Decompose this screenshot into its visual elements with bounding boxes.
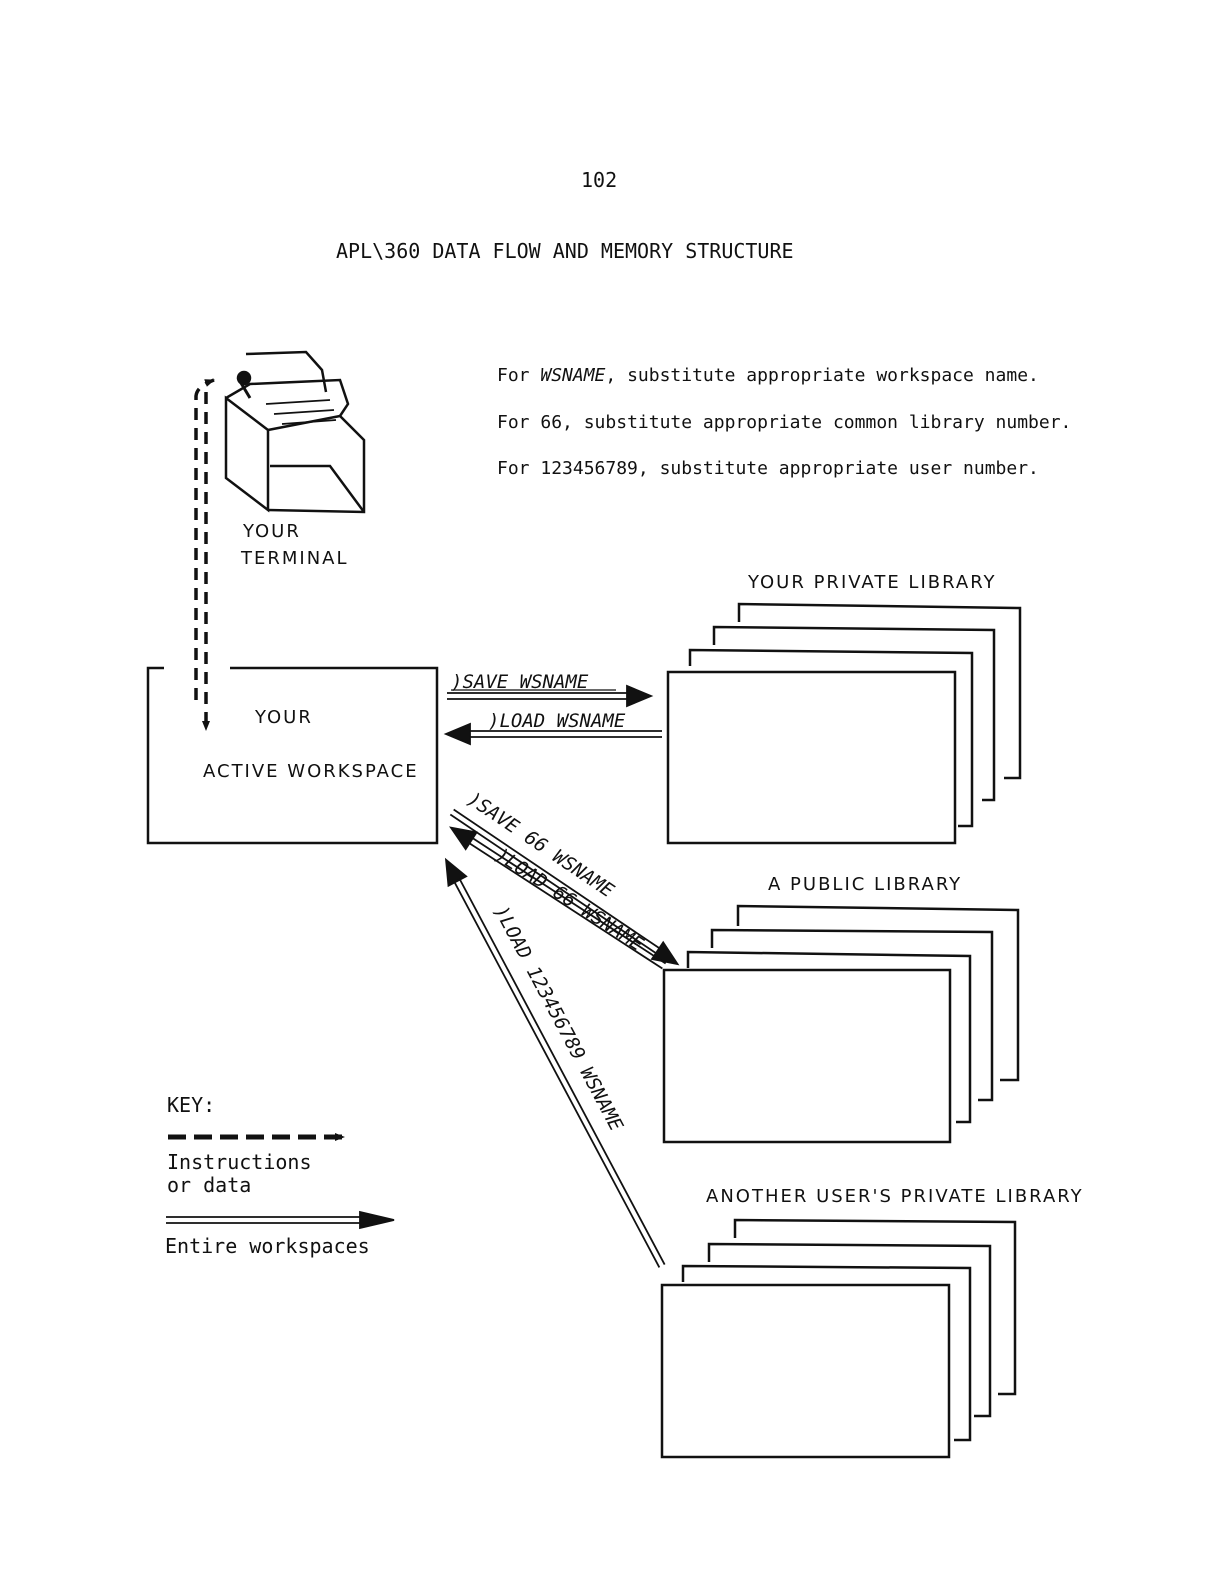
key-title: KEY: (167, 1093, 216, 1117)
save-command-label: )SAVE WSNAME (451, 671, 589, 693)
save-arrow (447, 684, 654, 708)
other-library-label: ANOTHER USER'S PRIVATE LIBRARY (706, 1186, 1084, 1207)
double-arrows (443, 684, 680, 1268)
key-dashed-label-line1: Instructions (167, 1150, 312, 1174)
dashed-arrow-pair (194, 378, 215, 731)
page-title: APL\360 DATA FLOW AND MEMORY STRUCTURE (336, 239, 794, 263)
terminal-label-line1: YOUR (243, 521, 301, 542)
workspace-label-line2: ACTIVE WORKSPACE (203, 761, 419, 782)
private-library-label: YOUR PRIVATE LIBRARY (748, 572, 997, 593)
key-dashed-label-line2: or data (167, 1173, 252, 1197)
other-library-stack (660, 1218, 1017, 1459)
note-library-number: For 66, substitute appropriate common li… (497, 412, 1072, 433)
load-other-arrow (444, 857, 666, 1268)
load-command-label: )LOAD WSNAME (488, 710, 626, 732)
public-library-stack (662, 904, 1020, 1144)
load-public-arrow (449, 826, 667, 970)
active-workspace-box (146, 666, 439, 845)
load-arrow (443, 722, 662, 746)
note-user-number: For 123456789, substitute appropriate us… (497, 458, 1039, 479)
terminal-icon (224, 350, 366, 514)
workspace-label-line1: YOUR (255, 707, 313, 728)
public-library-label: A PUBLIC LIBRARY (768, 874, 963, 895)
terminal-label-line2: TERMINAL (241, 548, 349, 569)
key-double-label: Entire workspaces (165, 1234, 370, 1258)
private-library-stack (666, 602, 1022, 845)
page-number: 102 (581, 168, 618, 192)
key-double-arrow (166, 1210, 395, 1230)
dashed-arrow-up (194, 378, 215, 700)
note-wsname: For WSNAME, substitute appropriate works… (497, 365, 1039, 386)
